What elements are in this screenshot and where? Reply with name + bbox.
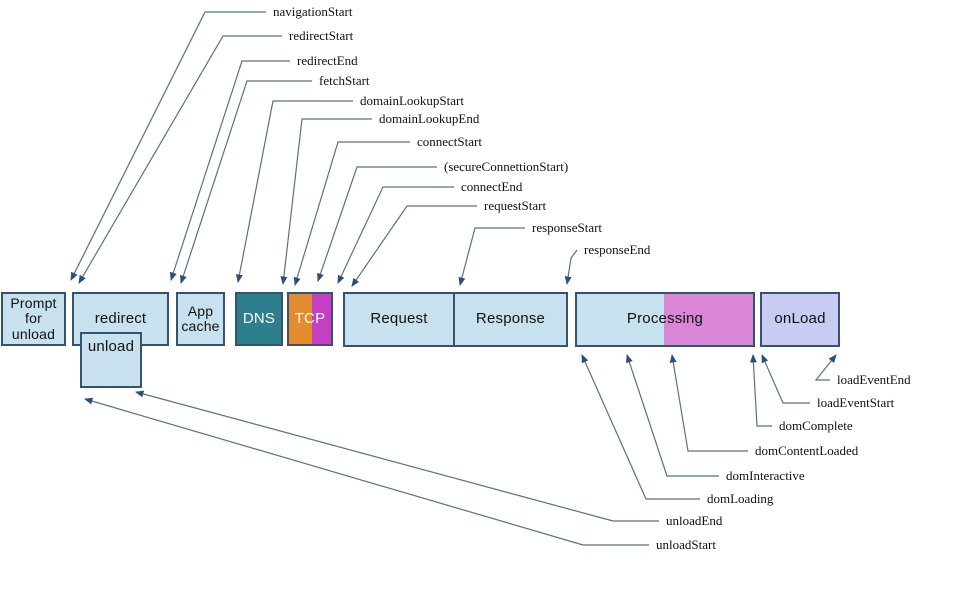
- leader-domComplete: [749, 354, 772, 427]
- leader-responseStart: [458, 227, 525, 286]
- leader-responseEnd: [564, 249, 578, 285]
- leader-connectEnd: [337, 186, 454, 284]
- leader-navigationStart: [70, 11, 266, 281]
- box-request: Request: [343, 292, 455, 347]
- event-label-responseStart: responseStart: [532, 220, 602, 235]
- box-processing-segment: [577, 294, 664, 345]
- box-unload-label: unload: [87, 338, 135, 355]
- leader-unloadStart: [84, 397, 649, 546]
- box-tcp-label: TCP: [294, 309, 326, 327]
- event-label-redirectStart: redirectStart: [289, 28, 354, 43]
- event-label-navigationStart: navigationStart: [273, 4, 353, 19]
- box-request-label: Request: [370, 310, 428, 328]
- leader-unloadEnd: [135, 390, 659, 522]
- box-onload-label: onLoad: [774, 310, 826, 328]
- box-tcp-segment: [289, 294, 312, 344]
- leader-loadEventEnd: [814, 354, 837, 381]
- box-processing-segment: [663, 294, 753, 345]
- box-dns: DNS: [235, 292, 283, 346]
- leader-fetchStart: [180, 80, 312, 284]
- event-label-domInteractive: domInteractive: [726, 468, 805, 483]
- event-label-redirectEnd: redirectEnd: [297, 53, 358, 68]
- event-label-domainLookupEnd: domainLookupEnd: [379, 111, 480, 126]
- box-redirect-label: redirect: [94, 309, 147, 327]
- box-processing-label: Processing: [626, 310, 704, 328]
- leader-domInteractive: [626, 354, 719, 477]
- event-label-unloadEnd: unloadEnd: [666, 513, 723, 528]
- box-dns-label: DNS: [242, 309, 276, 327]
- leader-domainLookupStart: [235, 100, 353, 283]
- event-label-domLoading: domLoading: [707, 491, 774, 506]
- leader-secureConnettionStart: [317, 166, 437, 282]
- event-label-loadEventEnd: loadEventEnd: [837, 372, 911, 387]
- leader-redirectStart: [78, 35, 282, 284]
- leader-loadEventStart: [761, 354, 810, 404]
- leader-domContentLoaded: [669, 354, 748, 452]
- event-label-connectEnd: connectEnd: [461, 179, 523, 194]
- box-tcp-segment: [311, 294, 331, 344]
- leader-domainLookupEnd: [280, 118, 372, 285]
- event-label-requestStart: requestStart: [484, 198, 546, 213]
- event-label-responseEnd: responseEnd: [584, 242, 651, 257]
- event-label-domContentLoaded: domContentLoaded: [755, 443, 859, 458]
- event-label-unloadStart: unloadStart: [656, 537, 716, 552]
- leader-requestStart: [351, 205, 477, 287]
- leader-domLoading: [581, 354, 700, 500]
- event-label-loadEventStart: loadEventStart: [817, 395, 895, 410]
- event-label-domComplete: domComplete: [779, 418, 853, 433]
- box-onload: onLoad: [760, 292, 840, 347]
- box-processing: Processing: [575, 292, 755, 347]
- box-unload: unload: [80, 332, 142, 388]
- event-label-connectStart: connectStart: [417, 134, 482, 149]
- leader-connectStart: [293, 141, 410, 286]
- box-tcp: TCP: [287, 292, 333, 346]
- event-label-secureConnettionStart: (secureConnettionStart): [444, 159, 568, 174]
- leader-redirectEnd: [169, 60, 290, 281]
- box-response-label: Response: [475, 310, 546, 328]
- event-label-domainLookupStart: domainLookupStart: [360, 93, 464, 108]
- box-response: Response: [453, 292, 568, 347]
- event-label-fetchStart: fetchStart: [319, 73, 370, 88]
